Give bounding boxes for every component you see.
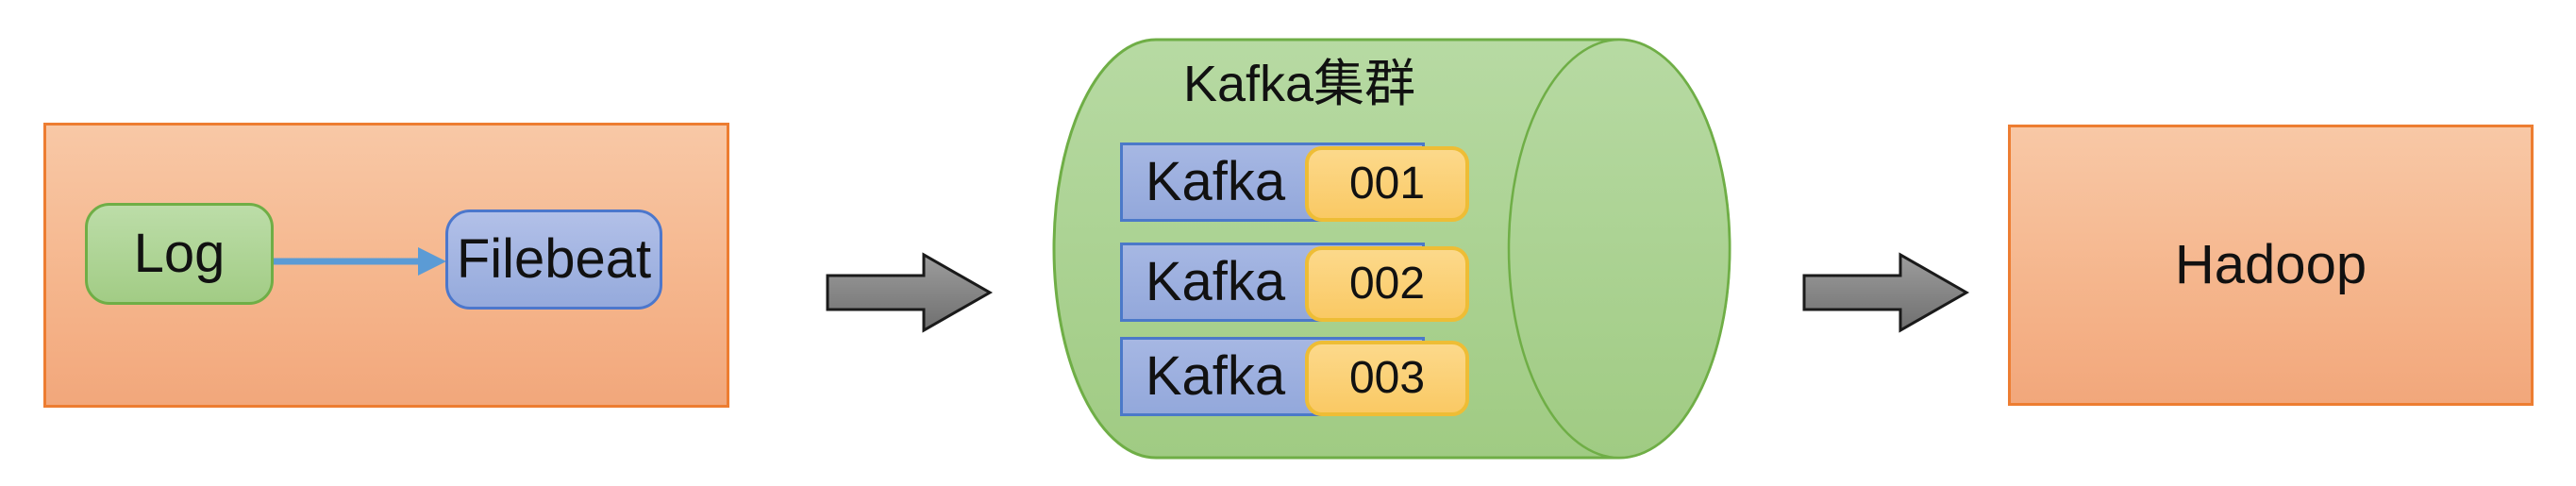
hadoop-node: Hadoop [2008,125,2534,406]
kafka-cluster-title: Kafka集群 [1182,56,1416,112]
flow-arrow-source-to-kafka-icon [826,252,994,333]
log-to-filebeat-connector-arrow-icon [274,247,446,276]
filebeat-node: Filebeat [445,209,662,310]
kafka-node-1-id: 001 [1348,159,1426,209]
kafka-node-3-id: 003 [1348,353,1426,403]
flow-arrow-kafka-to-hadoop-icon [1802,252,1970,333]
kafka-node-2-id-badge: 002 [1305,246,1469,322]
kafka-node-1-label: Kafka [1145,151,1286,212]
log-label: Log [133,223,226,284]
hadoop-label: Hadoop [2174,234,2367,295]
kafka-node-3-label: Kafka [1145,345,1286,407]
kafka-node-2-label: Kafka [1145,251,1286,312]
log-node: Log [85,203,274,305]
filebeat-label: Filebeat [456,228,652,290]
kafka-node-2-id: 002 [1348,259,1426,309]
kafka-node-1-id-badge: 001 [1305,146,1469,222]
kafka-node-3-id-badge: 003 [1305,341,1469,416]
